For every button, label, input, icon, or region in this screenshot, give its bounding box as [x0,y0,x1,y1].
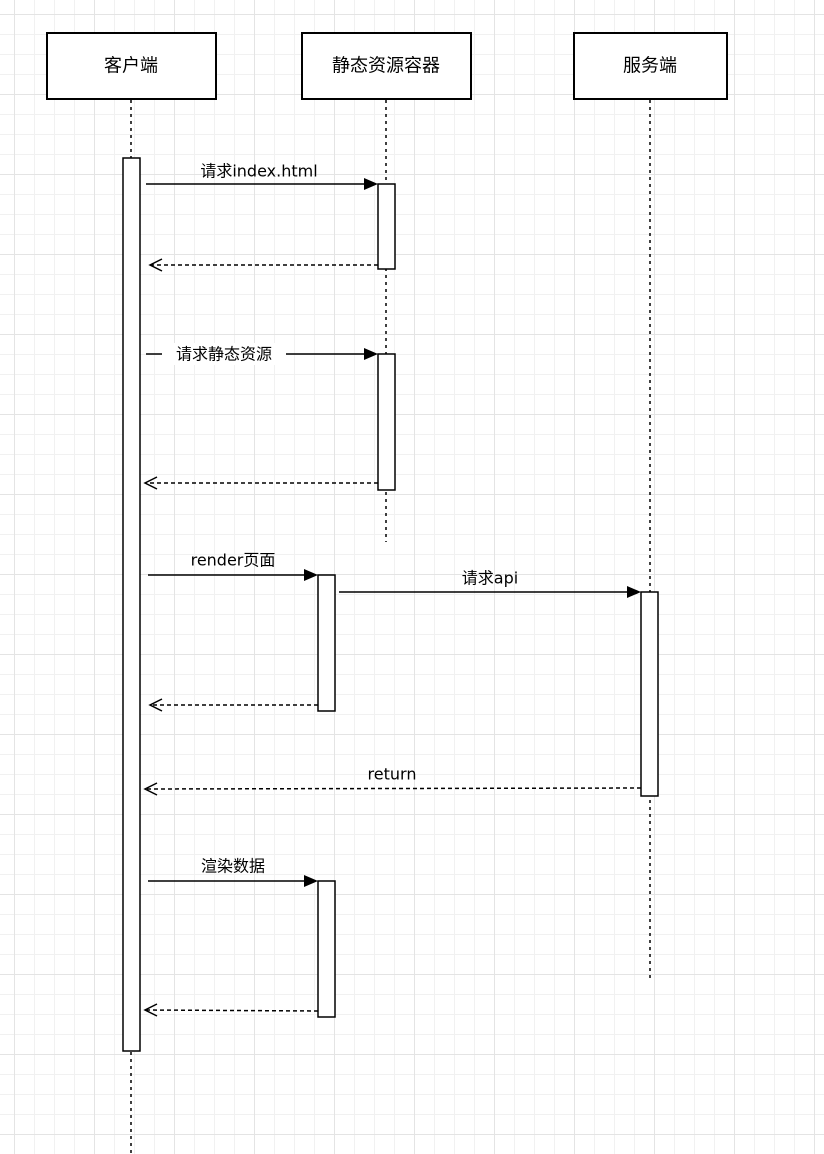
participant-server[interactable]: 服务端 [573,32,728,100]
arrowhead-open [148,258,163,272]
arrowhead-open [148,698,163,712]
return-message-index[interactable] [148,258,378,272]
arrowhead-open [143,1003,158,1017]
return-message-render-data[interactable] [143,1003,319,1017]
participant-static-container[interactable]: 静态资源容器 [301,32,472,100]
message-render-data-label: 渲染数据 [201,857,265,876]
participant-static-container-label: 静态资源容器 [332,56,440,77]
arrowhead-filled [364,348,378,360]
message-label-background [162,343,286,365]
message-render-page[interactable]: render页面 [148,551,318,582]
return-message-render-page[interactable] [148,698,318,712]
activation-render-data[interactable] [317,880,336,1018]
return-message-server[interactable]: return [143,765,642,796]
message-render-data[interactable]: 渲染数据 [148,857,318,888]
activation-static-2[interactable] [377,353,396,491]
activation-static-1[interactable] [377,183,396,270]
return-message-static[interactable] [143,476,378,490]
participant-server-label: 服务端 [623,56,677,77]
participant-client-label: 客户端 [104,56,158,77]
message-request-static[interactable]: 请求静态资源 [146,343,378,365]
activation-client[interactable] [122,157,141,1052]
arrowhead-open [143,782,158,796]
message-request-static-label: 请求静态资源 [176,345,272,364]
message-request-api[interactable]: 请求api [339,569,641,599]
arrowhead-filled [304,569,318,581]
arrowhead-open [143,476,158,490]
activation-server[interactable] [640,591,659,797]
arrowhead-filled [304,875,318,887]
message-request-api-label: 请求api [462,569,518,588]
arrowhead-filled [627,586,641,598]
return-message-server-label: return [368,765,417,784]
participant-client[interactable]: 客户端 [46,32,217,100]
message-request-index-label: 请求index.html [200,162,317,181]
arrowhead-filled [364,178,378,190]
message-render-page-label: render页面 [191,551,276,570]
message-request-index[interactable]: 请求index.html [146,162,378,191]
activation-render-page[interactable] [317,574,336,712]
